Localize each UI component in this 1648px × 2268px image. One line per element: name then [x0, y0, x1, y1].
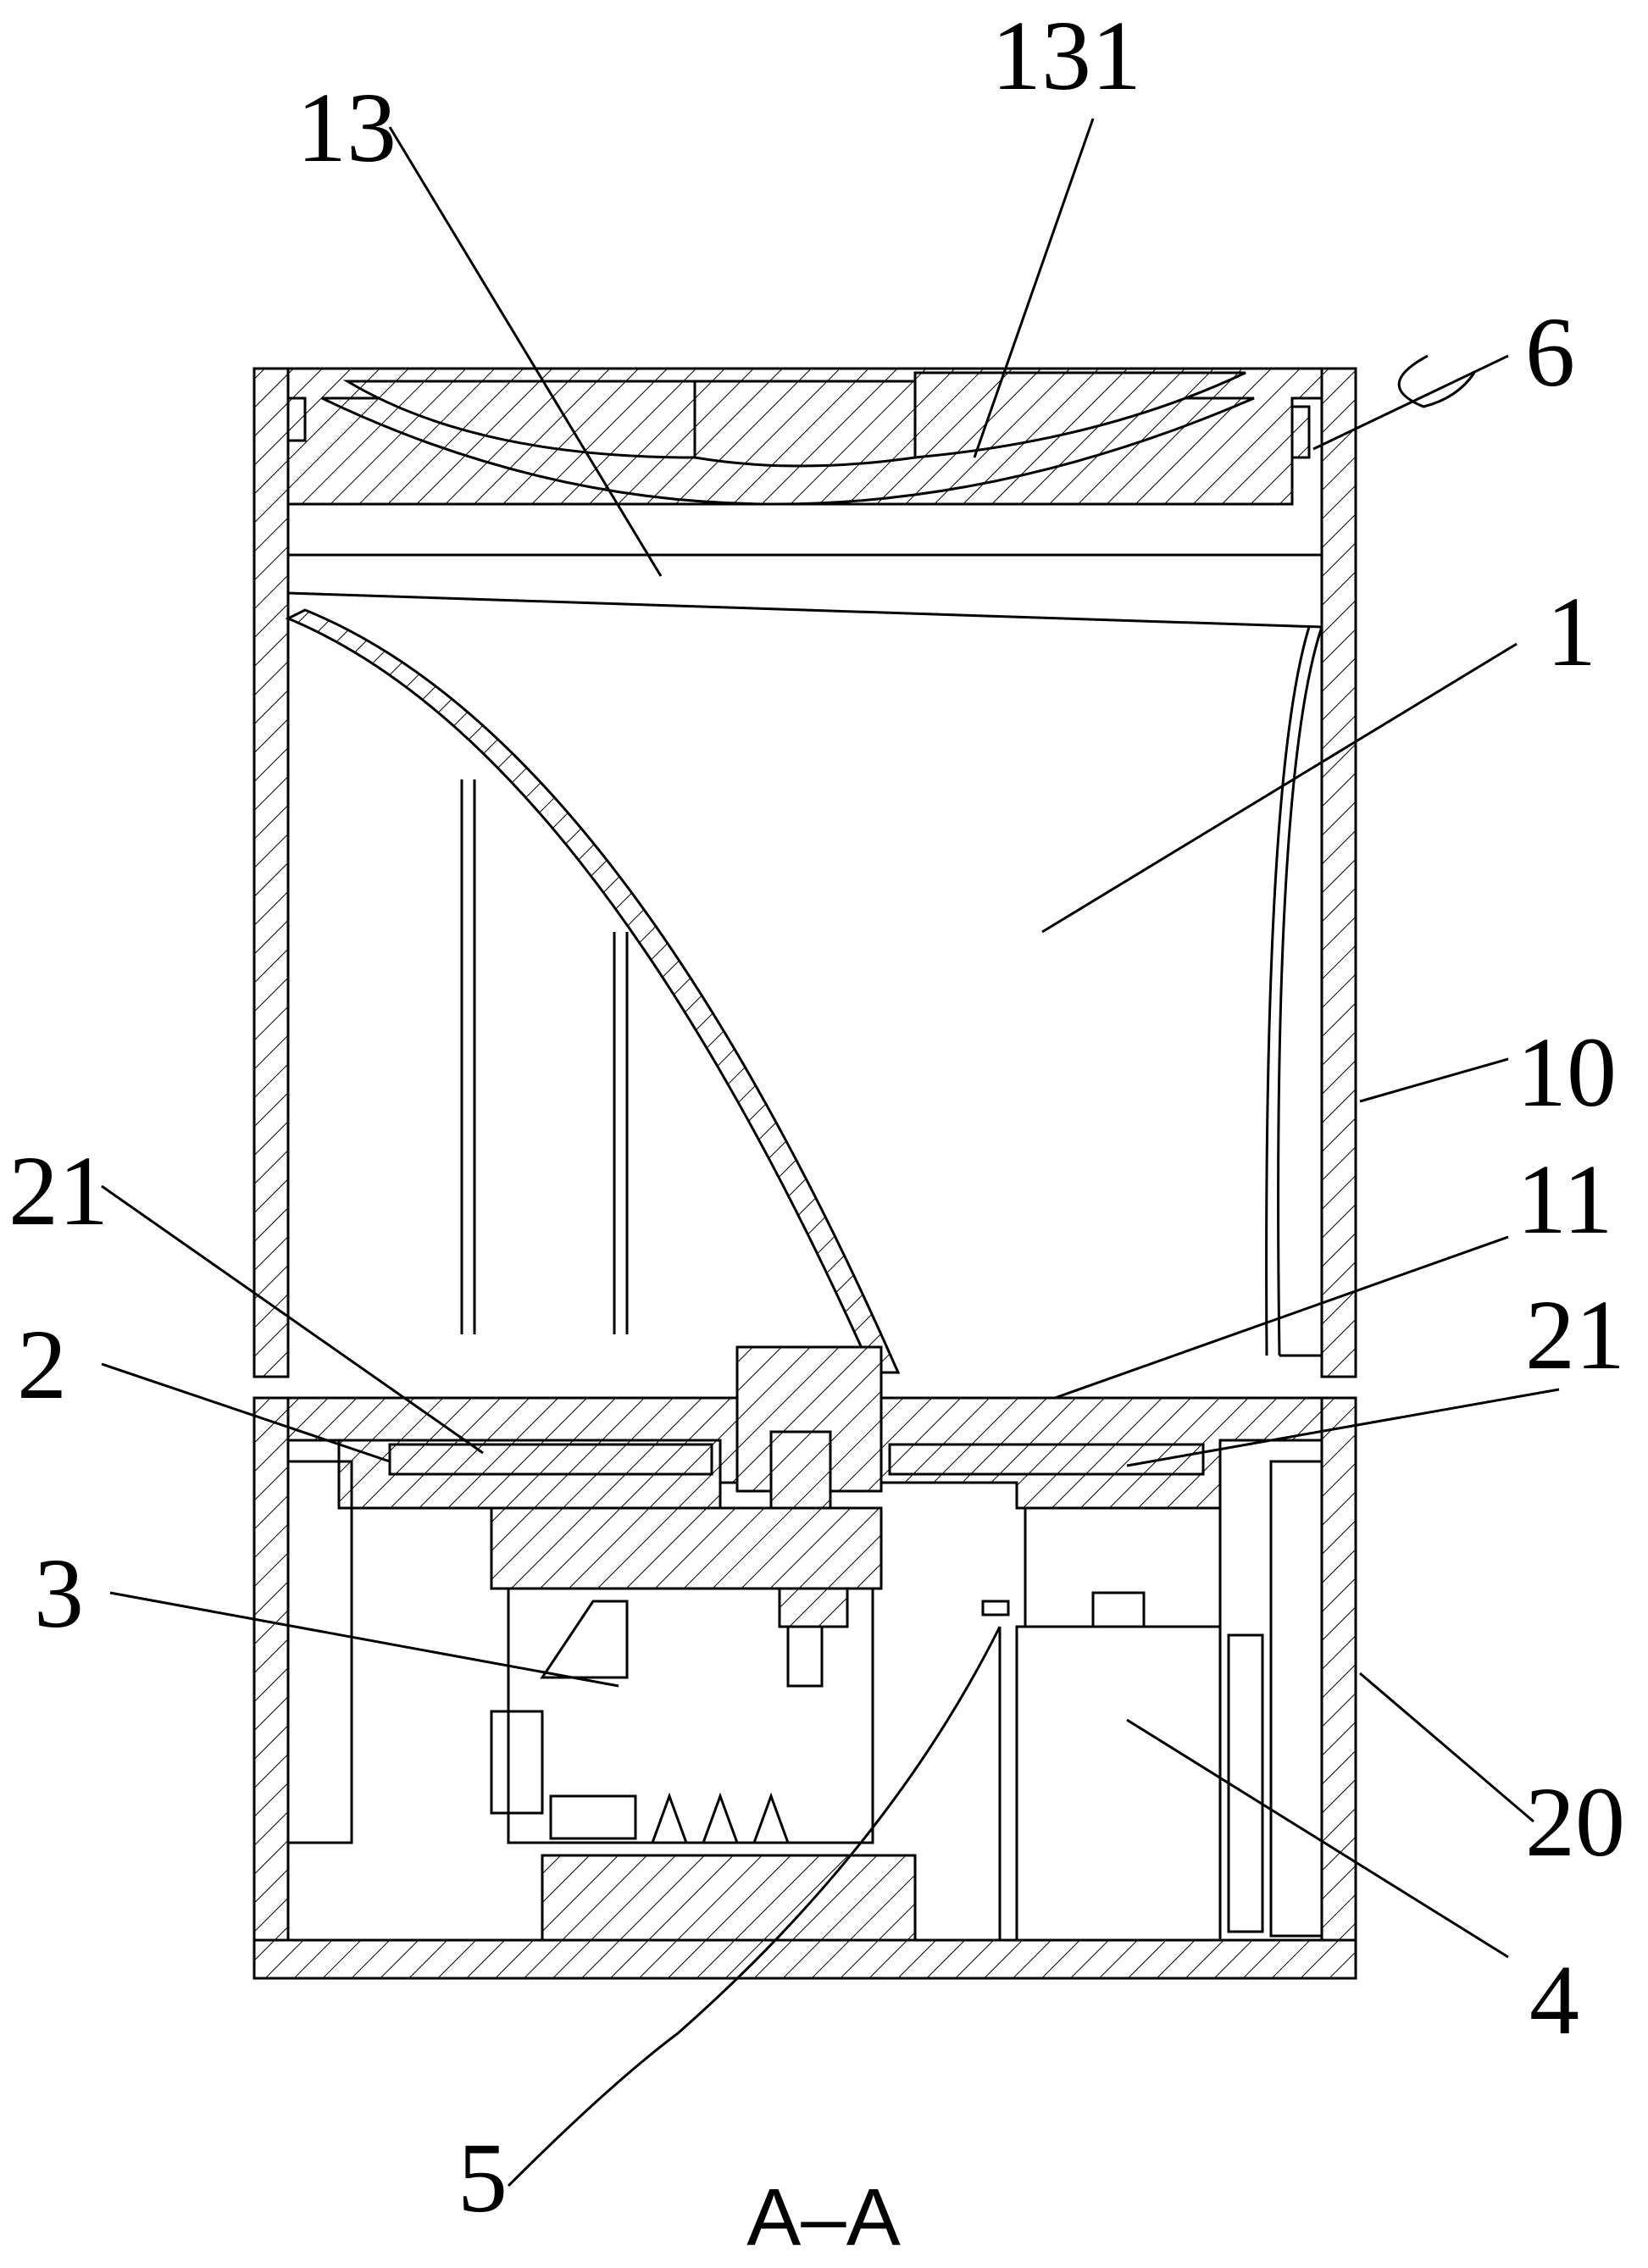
inner-container [285, 608, 1323, 1374]
label-11: 11 [1517, 1144, 1613, 1255]
reference-numerals: 13 131 6 1 10 21 11 21 2 3 20 4 5 [8, 0, 1625, 2233]
label-1: 1 [1546, 576, 1596, 687]
lower-housing [252, 1396, 1357, 1980]
label-6: 6 [1525, 297, 1575, 408]
label-4: 4 [1529, 1944, 1579, 2055]
motor-block [1015, 1506, 1264, 1942]
label-13: 13 [297, 72, 397, 183]
drive-assembly [490, 1430, 917, 1942]
sensor-switch [981, 1600, 1010, 1940]
label-2: 2 [17, 1309, 67, 1420]
label-5: 5 [458, 2122, 508, 2233]
lid [286, 367, 1323, 629]
label-20: 20 [1525, 1766, 1625, 1877]
section-caption: A–A [746, 2172, 900, 2263]
label-21-left: 21 [8, 1135, 108, 1246]
label-3: 3 [34, 1538, 84, 1649]
label-131: 131 [991, 0, 1141, 111]
label-21-right: 21 [1525, 1279, 1625, 1390]
seal-ring [1397, 354, 1476, 408]
leader-lines [101, 118, 1560, 2188]
label-10: 10 [1517, 1017, 1617, 1128]
